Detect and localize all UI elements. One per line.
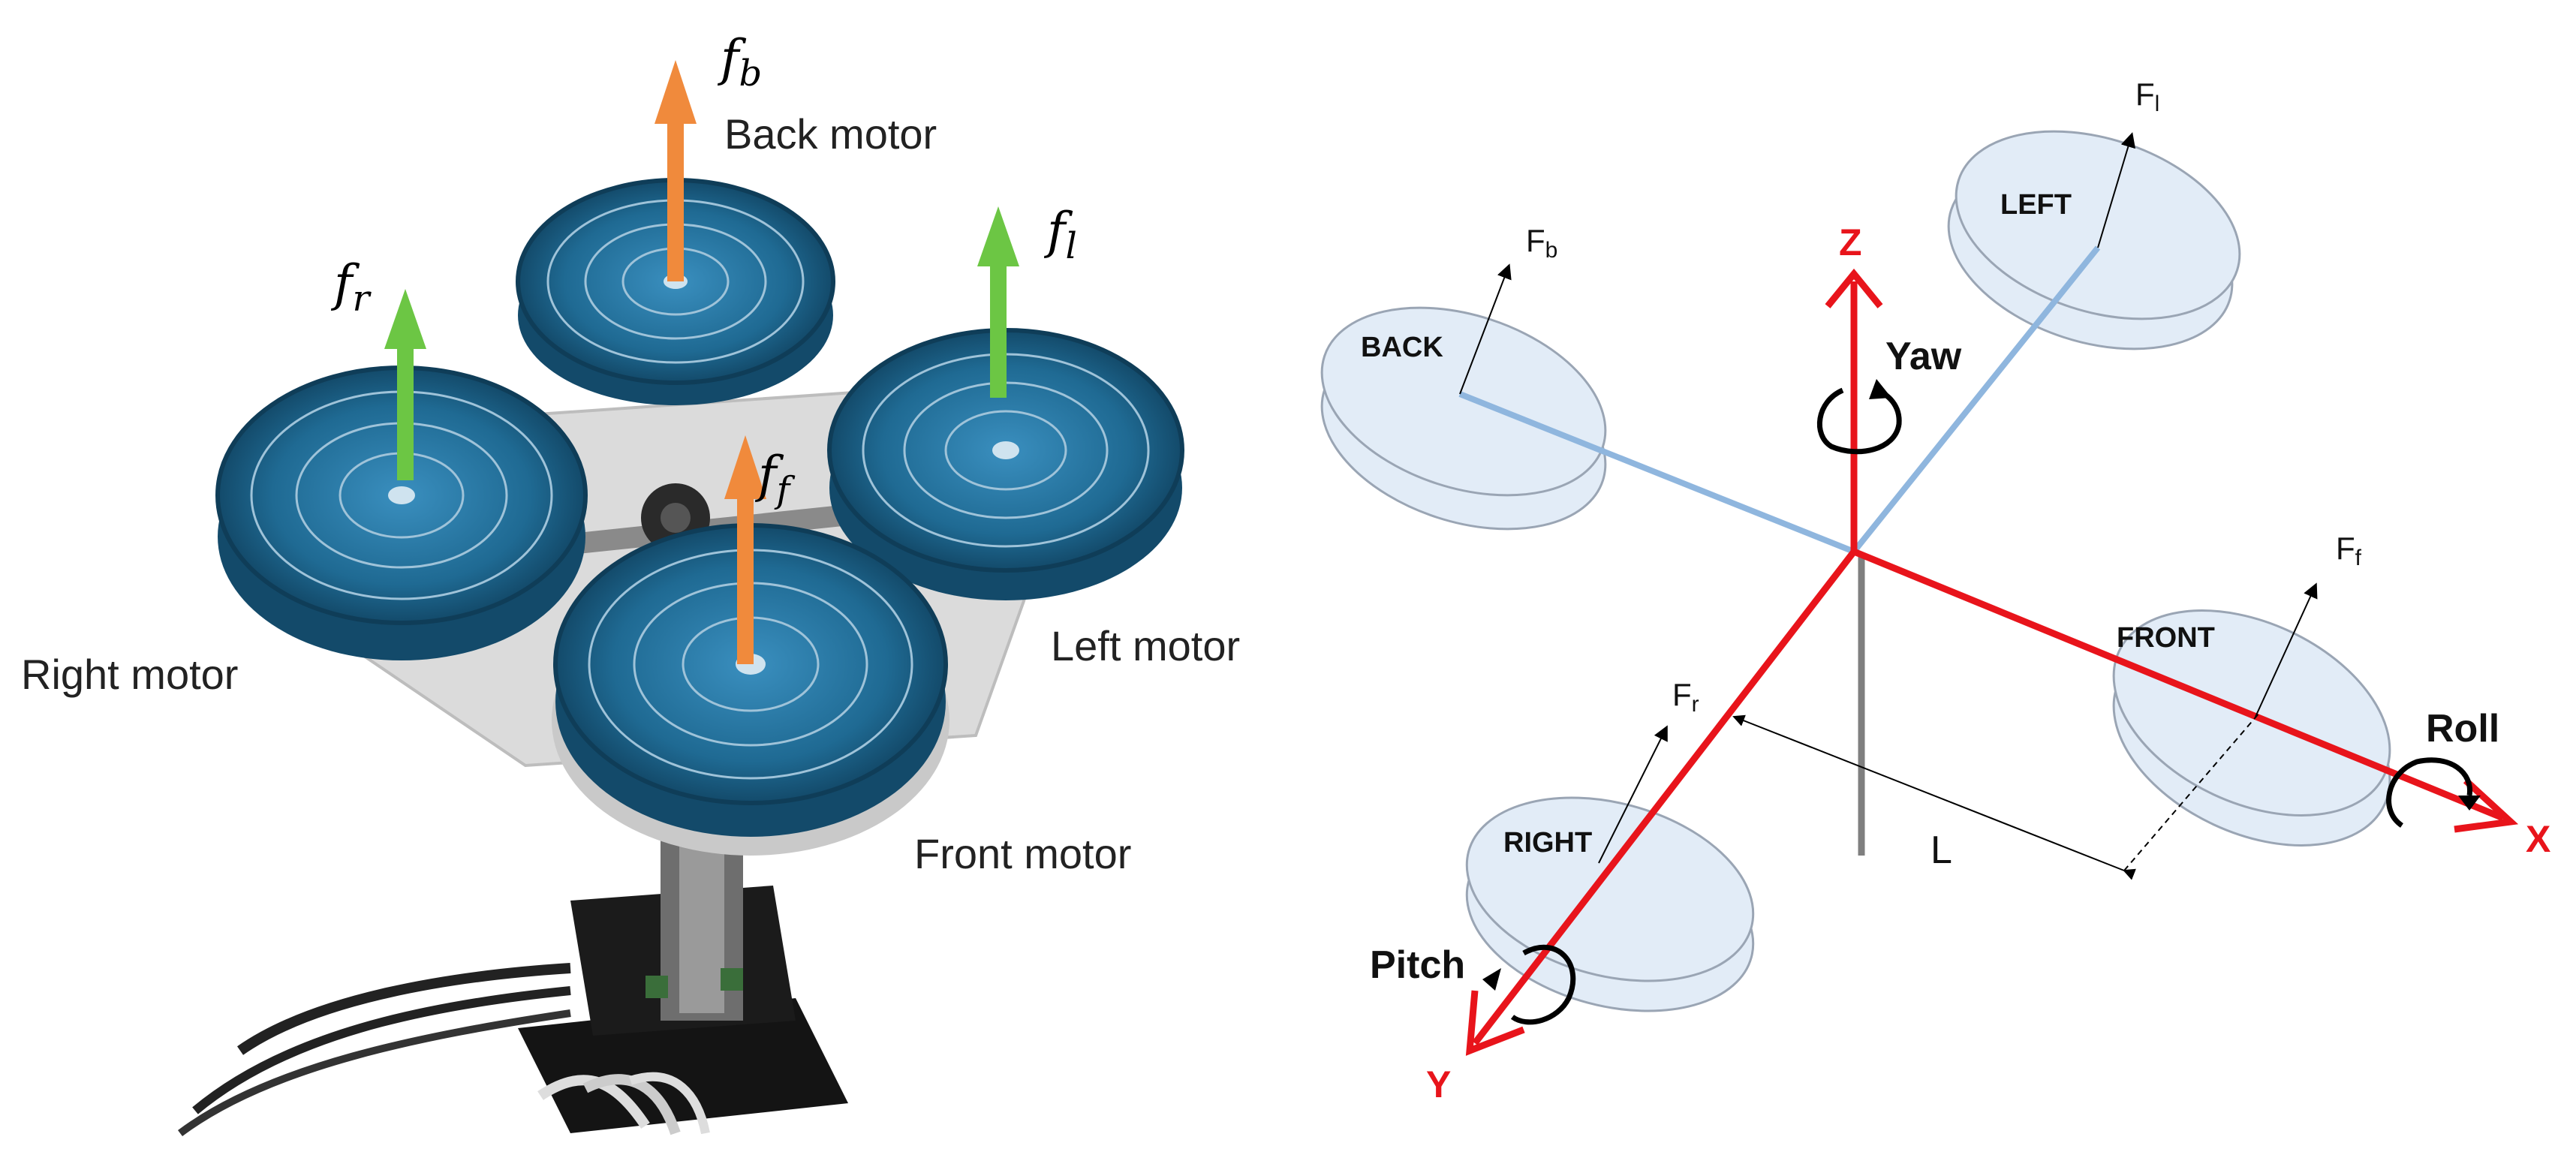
thrust-vector-back — [1459, 263, 1512, 395]
rotation-label-pitch: Pitch — [1370, 943, 1465, 987]
rotor-front — [2112, 609, 2391, 847]
arm-length-dimension — [1732, 714, 2136, 880]
thrust-label-front: Ff — [2336, 531, 2362, 570]
rotor-label-front: FRONT — [2117, 622, 2215, 654]
rotor-back — [1320, 306, 1607, 531]
axis-label-y: Y — [1426, 1063, 1451, 1105]
rotation-label-yaw: Yaw — [1885, 335, 1962, 378]
motor-label-right: Right motor — [21, 651, 238, 698]
thrust-label-back: Fb — [1526, 223, 1557, 263]
axis-y — [1465, 549, 1857, 1056]
force-arrow-left — [977, 206, 1019, 398]
axis-label-z: Z — [1839, 221, 1862, 263]
rotor-label-back: BACK — [1361, 332, 1443, 363]
yaw-rotation-arrow — [1817, 379, 1902, 455]
axis-z — [1825, 268, 1883, 552]
force-label-back: fb — [717, 29, 762, 95]
arm-length-label: L — [1930, 829, 1952, 872]
photo-panel: fb fl fr ff Back motor Left motor Right … — [21, 29, 1240, 1137]
force-label-front: ff — [754, 446, 795, 511]
arm-back — [1458, 391, 1855, 555]
motor-label-front: Front motor — [914, 830, 1131, 877]
pitch-rotation-arrow — [1482, 944, 1576, 1025]
thrust-label-left: Fl — [2135, 77, 2159, 116]
axis-label-x: X — [2526, 818, 2550, 860]
thrust-vector-right — [1598, 725, 1668, 864]
arm-left — [1851, 245, 2101, 554]
roll-rotation-arrow — [2386, 757, 2481, 828]
force-label-right: fr — [330, 254, 372, 320]
thrust-vector-left — [2097, 132, 2135, 248]
force-arrow-front — [724, 435, 766, 664]
force-label-left: fl — [1043, 202, 1077, 267]
force-arrow-back — [655, 60, 697, 281]
schematic-panel: BACK LEFT FRONT RIGHT Fb Fl Ff Fr X Y Z … — [1320, 77, 2550, 1105]
rotor-label-right: RIGHT — [1503, 827, 1592, 859]
rotor-label-left: LEFT — [2000, 189, 2072, 221]
motor-label-left: Left motor — [1051, 622, 1240, 669]
thrust-label-right: Fr — [1672, 677, 1699, 717]
base-electronics — [178, 818, 848, 1137]
right-fan — [215, 365, 588, 660]
rotor-left — [1947, 130, 2241, 350]
motor-label-back: Back motor — [724, 110, 937, 158]
axis-x — [1852, 548, 2519, 833]
force-arrow-right — [384, 289, 426, 480]
arm-length-extension — [2123, 712, 2260, 871]
rotation-label-roll: Roll — [2426, 707, 2499, 750]
thrust-vector-front — [2255, 582, 2318, 717]
left-fan — [827, 328, 1184, 600]
rotor-right — [1465, 796, 1755, 1012]
